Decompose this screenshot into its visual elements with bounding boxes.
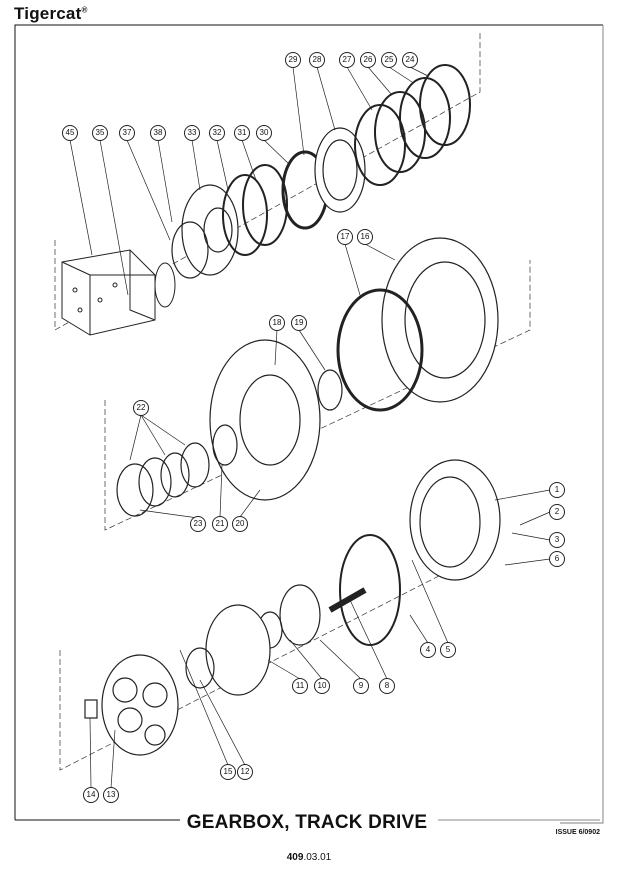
callout-3: 3: [549, 532, 565, 548]
callout-9: 9: [353, 678, 369, 694]
callout-28: 28: [309, 52, 325, 68]
callout-20: 20: [232, 516, 248, 532]
callout-38: 38: [150, 125, 166, 141]
callout-2: 2: [549, 504, 565, 520]
callout-19: 19: [291, 315, 307, 331]
callout-6: 6: [549, 551, 565, 567]
callout-25: 25: [381, 52, 397, 68]
callout-5: 5: [440, 642, 456, 658]
page-number-section: 409: [286, 852, 304, 863]
callout-32: 32: [209, 125, 225, 141]
frame: [14, 24, 604, 824]
callout-31: 31: [234, 125, 250, 141]
callout-22: 22: [133, 400, 149, 416]
callout-24: 24: [402, 52, 418, 68]
diagram-title-text: GEARBOX, TRACK DRIVE: [184, 812, 430, 833]
callout-4: 4: [420, 642, 436, 658]
callout-15: 15: [220, 764, 236, 780]
callout-29: 29: [285, 52, 301, 68]
callout-37: 37: [119, 125, 135, 141]
callout-8: 8: [379, 678, 395, 694]
leader-lines: [69, 66, 551, 789]
callout-14: 14: [83, 787, 99, 803]
page-number-rest: .03.01: [303, 852, 332, 863]
callout-35: 35: [92, 125, 108, 141]
page-number: 409.03.01: [0, 852, 618, 863]
callout-11: 11: [292, 678, 308, 694]
callout-12: 12: [237, 764, 253, 780]
brand-logo: Tigercat®: [14, 4, 88, 24]
diagram-title: GEARBOX, TRACK DRIVE: [0, 812, 618, 834]
callout-23: 23: [190, 516, 206, 532]
callout-18: 18: [269, 315, 285, 331]
callout-45: 45: [62, 125, 78, 141]
callout-13: 13: [103, 787, 119, 803]
callout-27: 27: [339, 52, 355, 68]
top-rings: [171, 64, 471, 279]
callout-33: 33: [184, 125, 200, 141]
hydraulic-motor: [61, 249, 176, 336]
callout-17: 17: [337, 229, 353, 245]
callout-1: 1: [549, 482, 565, 498]
callout-16: 16: [357, 229, 373, 245]
callout-30: 30: [256, 125, 272, 141]
brand-name: Tigercat: [14, 4, 82, 23]
hub-assembly: [116, 237, 499, 517]
callout-21: 21: [212, 516, 228, 532]
callout-10: 10: [314, 678, 330, 694]
issue-label: ISSUE 6/0902: [555, 829, 600, 836]
callout-26: 26: [360, 52, 376, 68]
planetary-assembly: [84, 459, 501, 756]
brand-mark: ®: [81, 5, 88, 15]
